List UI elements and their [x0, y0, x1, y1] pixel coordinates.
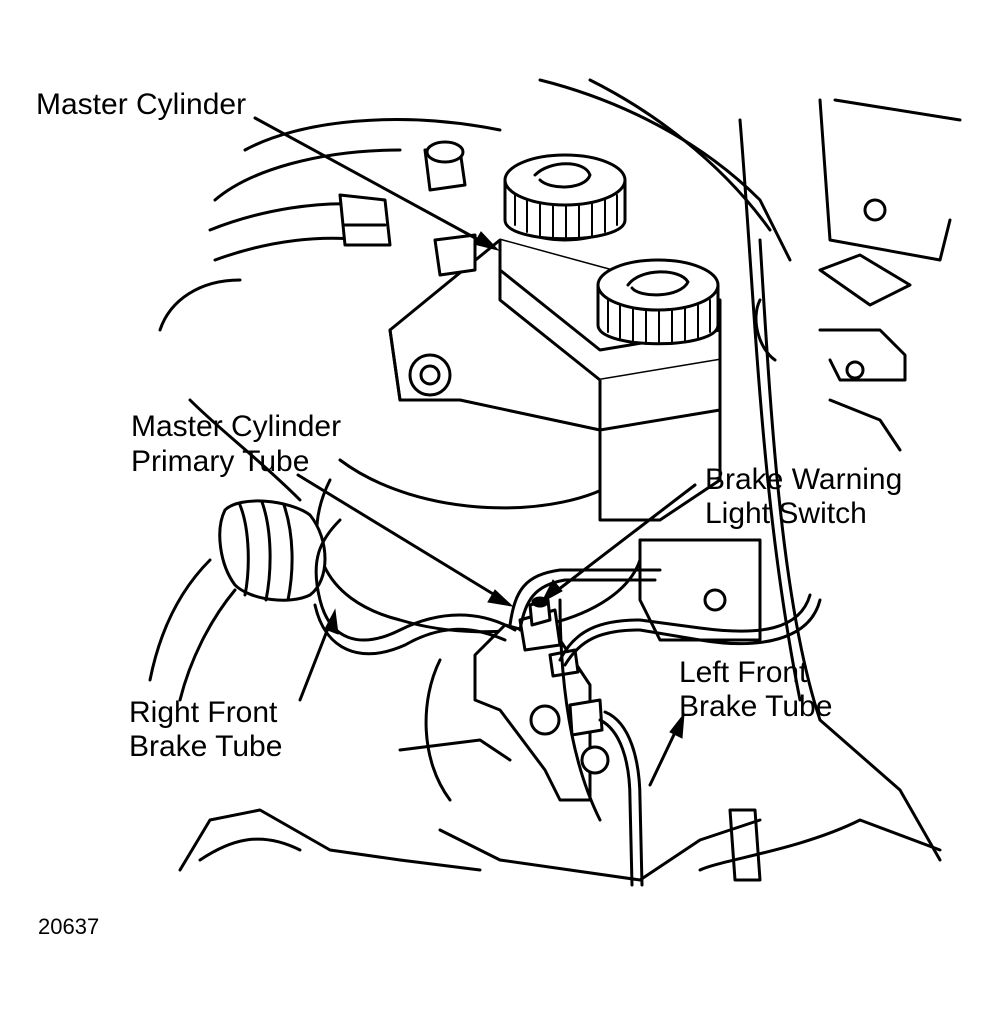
fitting-top [423, 140, 477, 277]
figure-id: 20637 [38, 914, 100, 939]
brake-booster [315, 458, 642, 634]
label-left-front-line1: Left Front [679, 656, 808, 689]
vacuum-hose [208, 193, 392, 262]
label-warning-switch-line1: Brake Warning [705, 463, 903, 496]
label-primary-tube-line1: Master Cylinder [131, 410, 342, 443]
brake-tubes [313, 518, 822, 887]
label-primary-tube-line2: Primary Tube [131, 445, 310, 478]
bracket-right [754, 253, 912, 452]
label-warning-switch-line2: Light Switch [705, 497, 867, 530]
reservoir-cap-front [596, 258, 720, 346]
rubber-boot [148, 499, 327, 702]
label-master-cylinder: Master Cylinder [36, 88, 247, 121]
label-right-front-line1: Right Front [129, 696, 278, 729]
label-left-front-line2: Brake Tube [679, 690, 833, 723]
label-right-front-line2: Brake Tube [129, 730, 283, 763]
leader-lines [253, 116, 697, 787]
combination-valve [473, 596, 610, 802]
engine-compartment-outline [158, 78, 962, 862]
frame-lower [178, 598, 942, 882]
reservoir-cap-rear [503, 153, 627, 242]
